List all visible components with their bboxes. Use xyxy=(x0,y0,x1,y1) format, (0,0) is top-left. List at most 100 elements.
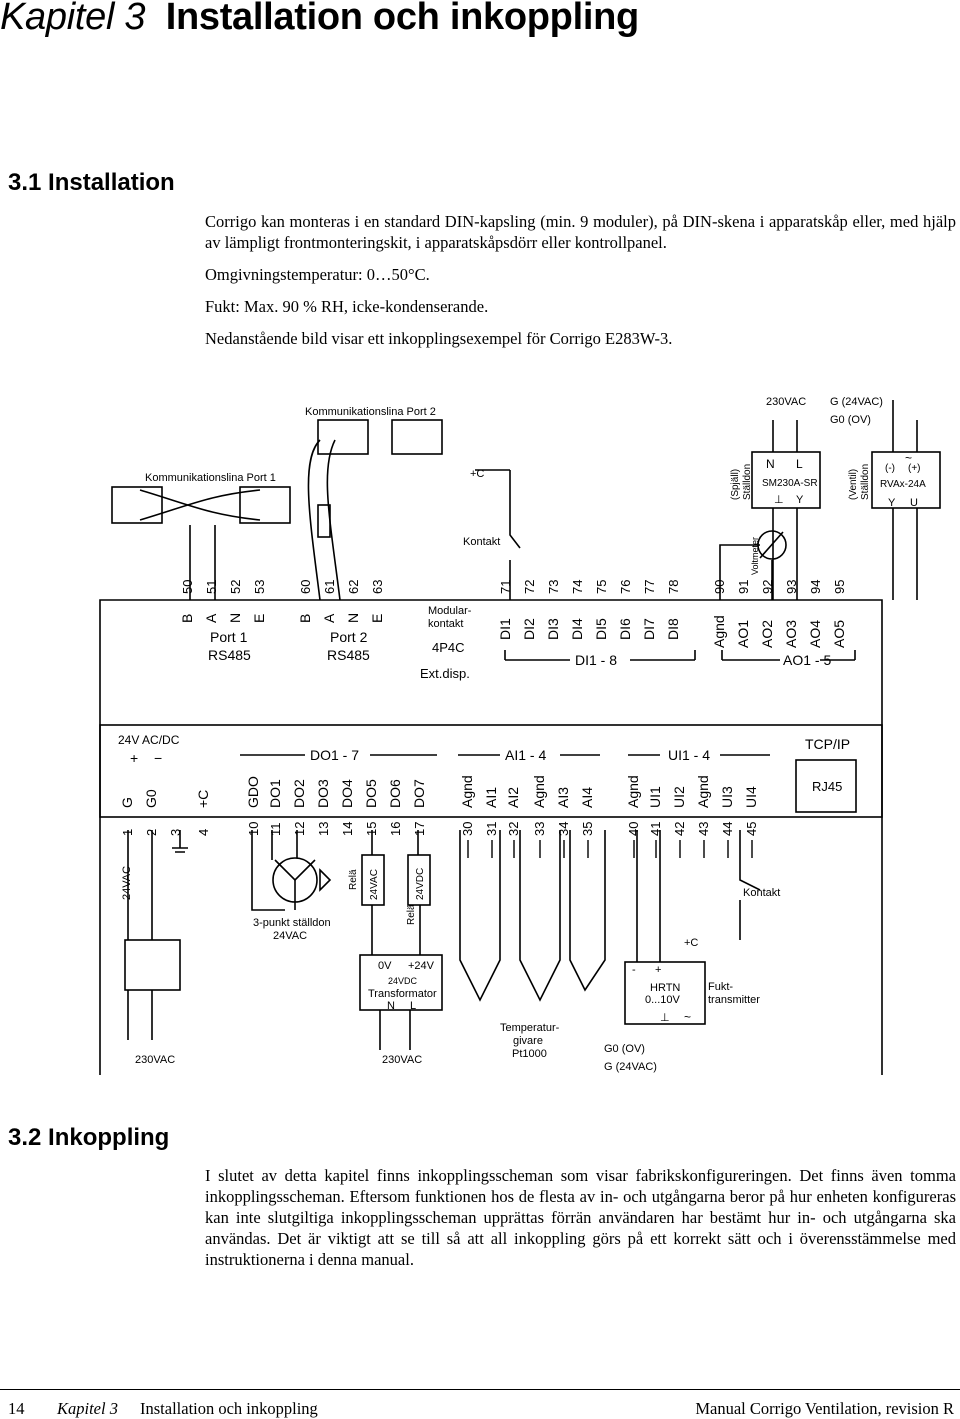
installation-paragraph: Corrigo kan monteras i en standard DIN-k… xyxy=(205,212,956,252)
tri-label-1: 3-punkt ställdon xyxy=(253,917,331,929)
terminal-number: 43 xyxy=(696,822,711,836)
terminal-label: AI2 xyxy=(505,787,521,808)
fukt-label-2: transmitter xyxy=(708,994,760,1006)
do-group-label: DO1 - 7 xyxy=(310,747,359,763)
terminal-label: DO4 xyxy=(339,779,355,808)
footer-rule xyxy=(0,1389,960,1390)
terminal-number: 41 xyxy=(648,822,663,836)
ventil-label: (Ventil) xyxy=(848,469,859,500)
terminal-number: 42 xyxy=(672,822,687,836)
plus-c-bottom: +C xyxy=(684,937,698,949)
terminal-label: AO1 xyxy=(735,620,751,648)
rela-label-1: Relä xyxy=(348,869,359,890)
rvax-tilde: ~ xyxy=(905,451,912,465)
terminal-label: DO5 xyxy=(363,779,379,808)
r24vdc-label: 24VDC xyxy=(415,868,426,900)
terminal-label: E xyxy=(369,614,385,623)
terminal-number: 95 xyxy=(832,580,847,594)
tr-l: L xyxy=(410,1000,416,1012)
tr-n: N xyxy=(387,1000,395,1012)
terminal-number: 73 xyxy=(546,580,561,594)
terminal-label: Agnd xyxy=(459,775,475,808)
terminal-number: 60 xyxy=(298,580,313,594)
hrtn-perp: ⊥ xyxy=(660,1012,670,1024)
port2-rs485: RS485 xyxy=(327,647,370,663)
footer-title: Installation och inkoppling xyxy=(140,1399,318,1418)
port1-label: Port 1 xyxy=(210,629,248,645)
terminal-number: 15 xyxy=(364,822,379,836)
temp-label-2: givare xyxy=(513,1035,543,1047)
terminal-label: DI4 xyxy=(569,618,585,640)
terminal-label: Agnd xyxy=(711,615,727,648)
comm-port1-label: Kommunikationslina Port 1 xyxy=(145,472,276,484)
terminal-label: AI4 xyxy=(579,787,595,808)
power-label: 24V AC/DC xyxy=(118,733,180,747)
terminal-number: 40 xyxy=(626,822,641,836)
v230-bottom-1: 230VAC xyxy=(135,1054,175,1066)
sm230-y: Y xyxy=(796,494,804,506)
terminal-label: Agnd xyxy=(531,775,547,808)
terminal-label: DO6 xyxy=(387,779,403,808)
rvax-u: U xyxy=(910,497,918,509)
terminal-number: 16 xyxy=(388,822,403,836)
v24ac-label: 24VAC xyxy=(121,866,133,900)
inkoppling-paragraph: I slutet av detta kapitel finns inkoppli… xyxy=(205,1166,956,1269)
footer-page-number: 14 xyxy=(8,1399,25,1418)
terminal-label: Agnd xyxy=(695,775,711,808)
power-minus: − xyxy=(154,750,162,766)
terminal-label: B xyxy=(179,614,195,623)
terminal-number: 1 xyxy=(120,829,135,836)
terminal-number: 50 xyxy=(180,580,195,594)
sm230-label: SM230A-SR xyxy=(762,478,818,489)
extdisp-label: Ext.disp. xyxy=(420,666,470,681)
tr-24vdc: 24VDC xyxy=(388,976,418,986)
terminal-number: 51 xyxy=(204,580,219,594)
wiring-diagram: Kommunikationslina Port 1 Kommunikations… xyxy=(99,396,941,1075)
temp-label-1: Temperatur- xyxy=(500,1022,560,1034)
terminal-number: 32 xyxy=(506,822,521,836)
modular-label-2: kontakt xyxy=(428,618,463,630)
terminal-number: 76 xyxy=(618,580,633,594)
plus-c-label: +C xyxy=(470,468,484,480)
hrtn-label: HRTN xyxy=(650,982,680,994)
tr-24v: +24V xyxy=(408,960,435,972)
terminal-label: AO2 xyxy=(759,620,775,648)
terminal-number: 30 xyxy=(460,822,475,836)
power-plus: + xyxy=(130,750,138,766)
terminal-number: 34 xyxy=(556,822,571,836)
terminal-number: 52 xyxy=(228,580,243,594)
spjall-label: (Spjäll) xyxy=(730,469,741,500)
terminal-number: 90 xyxy=(712,580,727,594)
terminal-label: AI1 xyxy=(483,787,499,808)
plus-paren: (+) xyxy=(908,463,921,474)
terminal-label: Agnd xyxy=(625,775,641,808)
terminal-label: +C xyxy=(195,790,211,808)
l-label: L xyxy=(796,457,803,471)
port1-rs485: RS485 xyxy=(208,647,251,663)
terminal-number: 53 xyxy=(252,580,267,594)
terminal-number: 91 xyxy=(736,580,751,594)
r24vac-label: 24VAC xyxy=(369,869,380,900)
terminal-label: AI3 xyxy=(555,787,571,808)
rela-label-2: Relä xyxy=(406,904,417,925)
ai-group-label: AI1 - 4 xyxy=(505,747,546,763)
terminal-number: 11 xyxy=(268,823,283,837)
hrtn-minus: - xyxy=(632,964,636,976)
temp-label-3: Pt1000 xyxy=(512,1048,547,1060)
terminal-number: 17 xyxy=(412,822,427,836)
hrtn-range: 0...10V xyxy=(645,994,681,1006)
terminal-number: 63 xyxy=(370,580,385,594)
terminal-label: AO3 xyxy=(783,620,799,648)
terminal-label: DI8 xyxy=(665,618,681,640)
g24-bottom: G (24VAC) xyxy=(604,1061,657,1073)
minus-paren: (-) xyxy=(885,463,895,474)
comm-port2-label: Kommunikationslina Port 2 xyxy=(305,406,436,418)
terminal-number: 31 xyxy=(484,822,499,836)
terminal-number: 92 xyxy=(760,580,775,594)
terminal-number: 75 xyxy=(594,580,609,594)
kontakt-label: Kontakt xyxy=(463,536,500,548)
terminal-number: 61 xyxy=(322,580,337,594)
section-heading-inkoppling: 3.2 Inkoppling xyxy=(8,1124,170,1151)
sm230-perp: ⊥ xyxy=(774,494,784,506)
terminal-number: 62 xyxy=(346,580,361,594)
